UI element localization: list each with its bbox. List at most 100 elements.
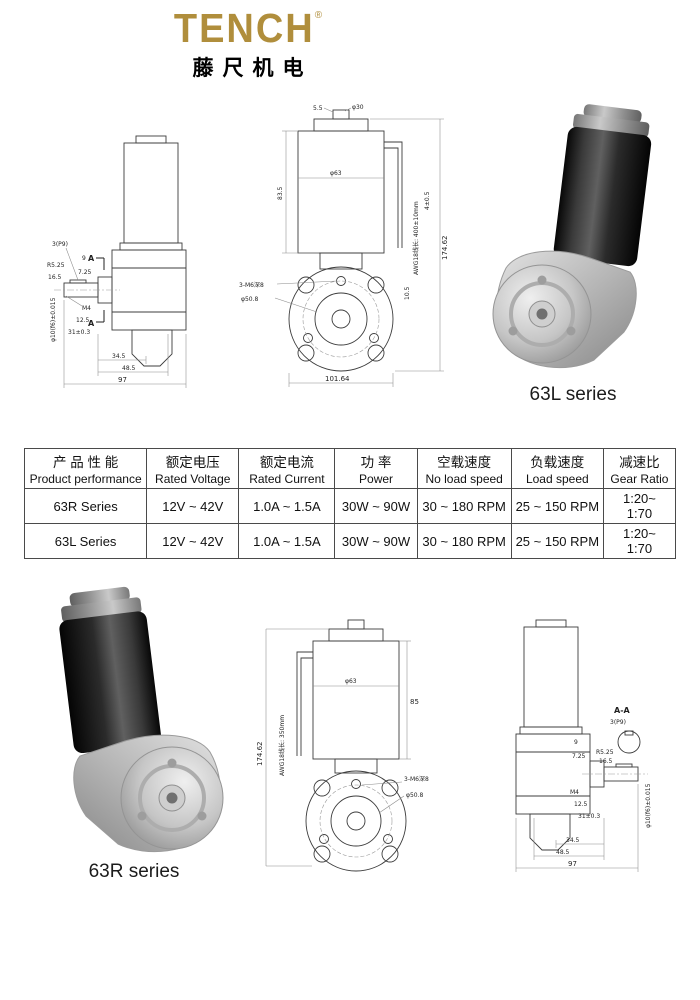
- dimension-lines: [265, 628, 411, 867]
- section-title: A-A: [614, 706, 631, 715]
- dim-label-tap: 3-M6深8: [239, 281, 264, 289]
- cell-load-speed: 25 ~ 150 RPM: [510, 488, 604, 524]
- cell-gear-ratio: 1:20~ 1:70: [602, 488, 677, 524]
- spec-table: 产 品 性 能 Product performance 额定电压 Rated Vol…: [23, 448, 677, 559]
- dim-label: 16.5: [48, 274, 62, 281]
- mirrored-motor-group: [59, 586, 224, 853]
- series-label-63l: 63L series: [529, 384, 617, 405]
- drawing-front-view-bottom: 85 φ63 174.62 AWG18线长: 350mm 3-M6深8 φ50.…: [256, 619, 429, 872]
- header-zh: 产 品 性 能: [52, 455, 119, 470]
- dim-label: 16.5: [599, 758, 613, 765]
- header-en: No load speed: [425, 472, 503, 486]
- dim-label: 97: [118, 376, 127, 384]
- header-gear-ratio: 减速比 Gear Ratio: [602, 448, 677, 489]
- dim-label: 7.25: [572, 753, 586, 760]
- front-view-outline: [288, 109, 403, 372]
- motor-photo-63r: [59, 586, 224, 853]
- dim-label-tap: 3-M6深8: [404, 775, 429, 783]
- header-zh: 减速比: [619, 455, 660, 470]
- dimension-lines: [274, 107, 444, 387]
- dim-label: M4: [570, 789, 579, 796]
- dim-label-shaft-dia: φ10(f6)±0.015: [50, 297, 57, 342]
- dim-label: R5.25: [596, 749, 614, 756]
- cell-voltage: 12V ~ 42V: [146, 488, 240, 524]
- output-shaft: [536, 308, 548, 320]
- dim-label-wire-note: AWG18线长: 400±10mm: [412, 201, 420, 275]
- dim-label: φ63: [345, 678, 357, 685]
- header-product-performance: 产 品 性 能 Product performance: [23, 448, 148, 489]
- table-row-63l: 63L Series 12V ~ 42V 1.0A ~ 1.5A 30W ~ 9…: [23, 523, 677, 559]
- header-zh: 额定电流: [259, 455, 314, 470]
- header-zh: 空载速度: [437, 455, 492, 470]
- header-en: Power: [359, 472, 394, 486]
- dim-label: 10.5: [404, 286, 411, 300]
- dimension-lines: [63, 247, 187, 388]
- dim-label: 174.62: [256, 742, 264, 767]
- header-en: Load speed: [525, 472, 589, 486]
- output-shaft: [166, 792, 178, 804]
- motor-photo-63l: [492, 104, 652, 369]
- cell-load-speed: 25 ~ 150 RPM: [510, 523, 604, 559]
- dim-label-keyway: 3(P9): [52, 241, 68, 248]
- header-en: Rated Voltage: [155, 472, 231, 486]
- header-zh: 功 率: [360, 455, 392, 470]
- cell-series: 63R Series: [23, 488, 148, 524]
- drawing-side-view-bottom: A-A 3(P9) 9 R5.25 7.25 16.5 M4 12.5 31±0…: [515, 619, 652, 872]
- table-header-row: 产 品 性 能 Product performance 额定电压 Rated Vol…: [23, 448, 677, 489]
- dimension-lines: [515, 784, 639, 872]
- dim-label: 85: [410, 698, 419, 706]
- dim-label: φ63: [330, 170, 342, 177]
- dim-label-shaft-dia: φ10(f6)±0.015: [645, 783, 652, 828]
- cell-power: 30W ~ 90W: [334, 488, 418, 524]
- header-zh: 额定电压: [165, 455, 220, 470]
- dim-label: 9: [574, 739, 578, 746]
- dim-label-keyway: 3(P9): [610, 719, 626, 726]
- section-plane-marks: [96, 257, 105, 323]
- motor-cylinder: [59, 586, 162, 754]
- dim-label: 48.5: [122, 365, 136, 372]
- registered-mark-icon: ®: [314, 10, 323, 21]
- cell-no-load-speed: 30 ~ 180 RPM: [416, 488, 512, 524]
- dim-label: 9: [82, 255, 86, 262]
- header-en: Gear Ratio: [610, 472, 669, 486]
- section-mark-top: A: [88, 254, 95, 263]
- cell-voltage: 12V ~ 42V: [146, 523, 240, 559]
- cell-no-load-speed: 30 ~ 180 RPM: [416, 523, 512, 559]
- dim-label: M4: [82, 305, 91, 312]
- series-label-63r: 63R series: [88, 861, 180, 882]
- motor-cylinder: [553, 104, 652, 267]
- cell-current: 1.0A ~ 1.5A: [238, 523, 336, 559]
- bolt-circle: [302, 280, 380, 358]
- dim-label: φ30: [352, 104, 364, 111]
- dim-label: 7.25: [78, 269, 92, 276]
- side-view-outline: [515, 619, 641, 851]
- table-row-63r: 63R Series 12V ~ 42V 1.0A ~ 1.5A 30W ~ 9…: [23, 488, 677, 524]
- header-load-speed: 负载速度 Load speed: [510, 448, 604, 489]
- dim-label: 12.5: [574, 801, 588, 808]
- cell-series: 63L Series: [23, 523, 148, 559]
- dim-label: 34.5: [566, 837, 580, 844]
- header-zh: 负载速度: [530, 455, 585, 470]
- bolt-hole: [167, 758, 177, 768]
- dim-label: 4±0.5: [424, 191, 431, 210]
- bolt-hole: [197, 811, 207, 821]
- brand-chinese-name: 藤尺机电: [192, 57, 313, 80]
- bolt-circle: [319, 784, 393, 858]
- bolt-hole: [537, 275, 547, 285]
- brand-logo: TENCH® 藤尺机电: [163, 8, 333, 82]
- section-mark-bottom: A: [88, 319, 95, 328]
- dim-label: 5.5: [313, 105, 323, 112]
- dim-label: R5.25: [47, 262, 65, 269]
- header-no-load-speed: 空载速度 No load speed: [416, 448, 512, 489]
- dim-label: 48.5: [556, 849, 570, 856]
- header-en: Product performance: [29, 472, 142, 486]
- dim-label: 12.5: [76, 317, 90, 324]
- dim-label: 97: [568, 860, 577, 868]
- dim-label: 83.5: [277, 186, 284, 200]
- header-rated-voltage: 额定电压 Rated Voltage: [146, 448, 240, 489]
- dim-label: 101.64: [325, 375, 350, 383]
- bolt-hole: [137, 811, 147, 821]
- dim-label: 31±0.3: [578, 813, 600, 820]
